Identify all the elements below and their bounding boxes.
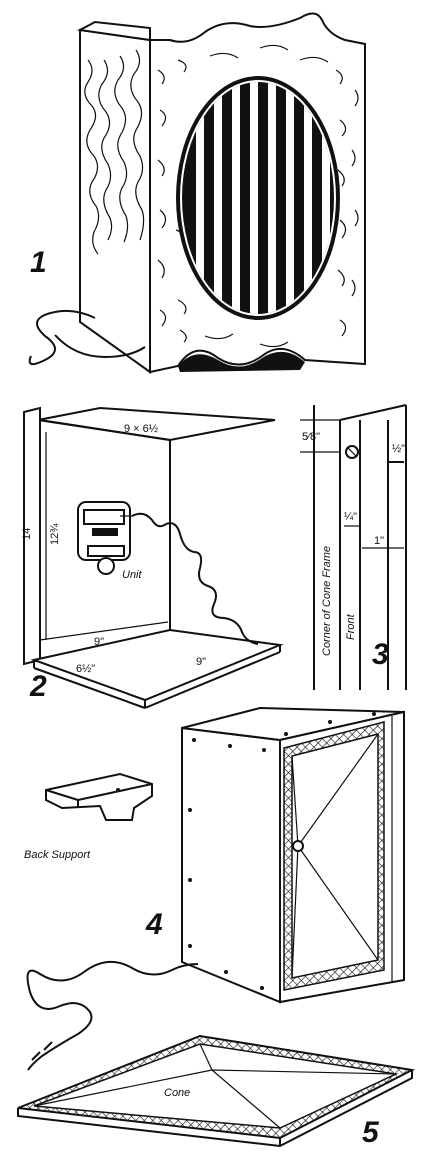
grille-bars <box>182 82 334 314</box>
back-edge-line <box>39 419 171 441</box>
box-side-panel <box>181 726 281 1004</box>
figure-number-2: 2 <box>29 670 47 703</box>
frame-top-edge <box>339 404 407 421</box>
figure-4-assembled-box: Back Support 4 <box>24 706 405 1071</box>
speaker-unit <box>77 501 132 575</box>
cone-apex-bolt <box>292 840 304 852</box>
bottom-width-dimension: 9" <box>196 656 206 668</box>
cabinet-top-rim <box>76 20 151 42</box>
box-screws <box>188 712 376 990</box>
dimension-one-inch: 1" <box>374 535 384 547</box>
figure-5-cone: Cone 5 <box>17 1034 416 1149</box>
back-support-block <box>45 772 153 821</box>
figure-2-frame: 9 × 6½ 14 12¾ 9" 6½" 9" Unit 2 <box>21 406 284 709</box>
figure-3-corner-detail: 5⁄8" ½" ¼" 1" Corner of Cone Frame Front… <box>300 404 407 690</box>
figure-number-4: 4 <box>145 908 163 941</box>
bottom-board <box>30 628 284 702</box>
dimension-quarter-inch: ¼" <box>344 511 357 523</box>
corner-of-cone-frame-label: Corner of Cone Frame <box>321 546 333 656</box>
figure-number-3: 3 <box>372 638 389 671</box>
cone-edge-lines <box>33 1043 397 1129</box>
box-cord <box>26 961 199 1071</box>
dimension-five-eighths: 5⁄8" <box>302 431 320 443</box>
bottom-depth-dimension: 6½" <box>76 663 95 675</box>
outer-height-dimension: 14 <box>21 528 33 540</box>
front-label: Front <box>345 613 357 640</box>
cabinet-side-panel <box>79 28 151 374</box>
inner-height-dimension: 12¾ <box>49 523 61 545</box>
bottom-board-edge-4 <box>144 651 281 709</box>
frame-notch <box>387 420 404 463</box>
side-wood-grain <box>84 49 145 255</box>
speaker-cord <box>28 309 146 366</box>
figure-number-5: 5 <box>362 1116 380 1149</box>
dimension-half-inch: ½" <box>392 443 405 455</box>
top-board-dimension: 9 × 6½ <box>124 423 158 435</box>
width-dimension-line <box>39 621 169 641</box>
figure-number-1: 1 <box>30 246 47 279</box>
cone-ribs <box>291 733 379 979</box>
bottom-board-edge-3 <box>33 667 146 709</box>
cone-label: Cone <box>164 1087 190 1099</box>
back-support-label: Back Support <box>24 849 91 861</box>
figure-1-cabinet: 1 <box>28 12 366 374</box>
inner-width-dimension: 9" <box>94 636 104 648</box>
unit-label: Unit <box>122 569 143 581</box>
front-wood-grain <box>157 44 359 348</box>
cabinet-base-shadow <box>178 351 305 372</box>
unit-lead-wire <box>131 512 259 645</box>
